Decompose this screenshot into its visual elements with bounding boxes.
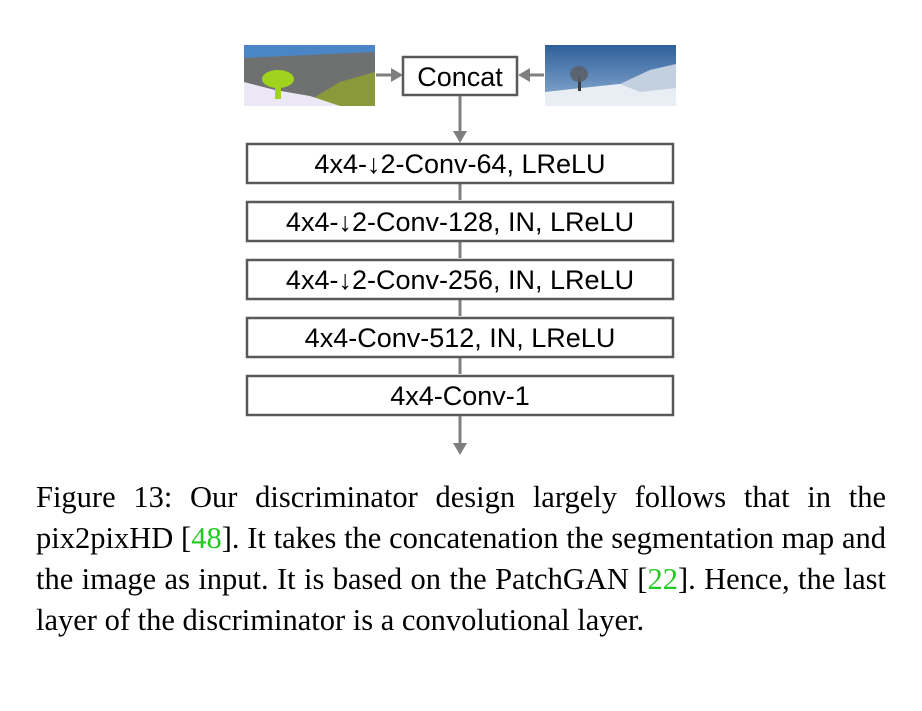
citation-link-22[interactable]: 22 (647, 562, 678, 596)
layer-label-4: 4x4-Conv-512, IN, LReLU (305, 323, 616, 353)
seg-arrowhead-icon (391, 68, 403, 82)
figure-caption: Figure 13: Our discriminator design larg… (36, 477, 886, 641)
segmentation-map-image (244, 45, 375, 106)
concat-node (401, 55, 519, 97)
discriminator-diagram: Concat 4x4-↓2-Conv-64, LReLU 4x4-↓2-Conv… (244, 45, 676, 455)
citation-link-48[interactable]: 48 (191, 521, 222, 555)
layer-box-4 (245, 316, 675, 359)
figure-number: Figure 13: (36, 480, 173, 514)
caption-text: Our discriminator design largely follows… (36, 480, 886, 555)
layer-box-5 (245, 374, 675, 417)
layer-label-5: 4x4-Conv-1 (390, 381, 530, 411)
caption-text: ]. Hence, the last layer of the discrimi… (36, 562, 886, 637)
layer-box-2 (245, 200, 675, 243)
photo-arrowhead-icon (518, 68, 530, 82)
real-photo-image (545, 45, 676, 106)
layer-label-2: 4x4-↓2-Conv-128, IN, LReLU (286, 207, 634, 237)
output-arrowhead-icon (453, 443, 467, 455)
concat-label: Concat (417, 62, 503, 92)
caption-text: ]. It takes the concatenation the segmen… (36, 521, 886, 596)
layer-box-1 (245, 142, 675, 185)
layer-label-3: 4x4-↓2-Conv-256, IN, LReLU (286, 265, 634, 295)
layer-label-1: 4x4-↓2-Conv-64, LReLU (314, 149, 605, 179)
down-arrowhead-icon (453, 131, 467, 143)
layer-box-3 (245, 258, 675, 301)
